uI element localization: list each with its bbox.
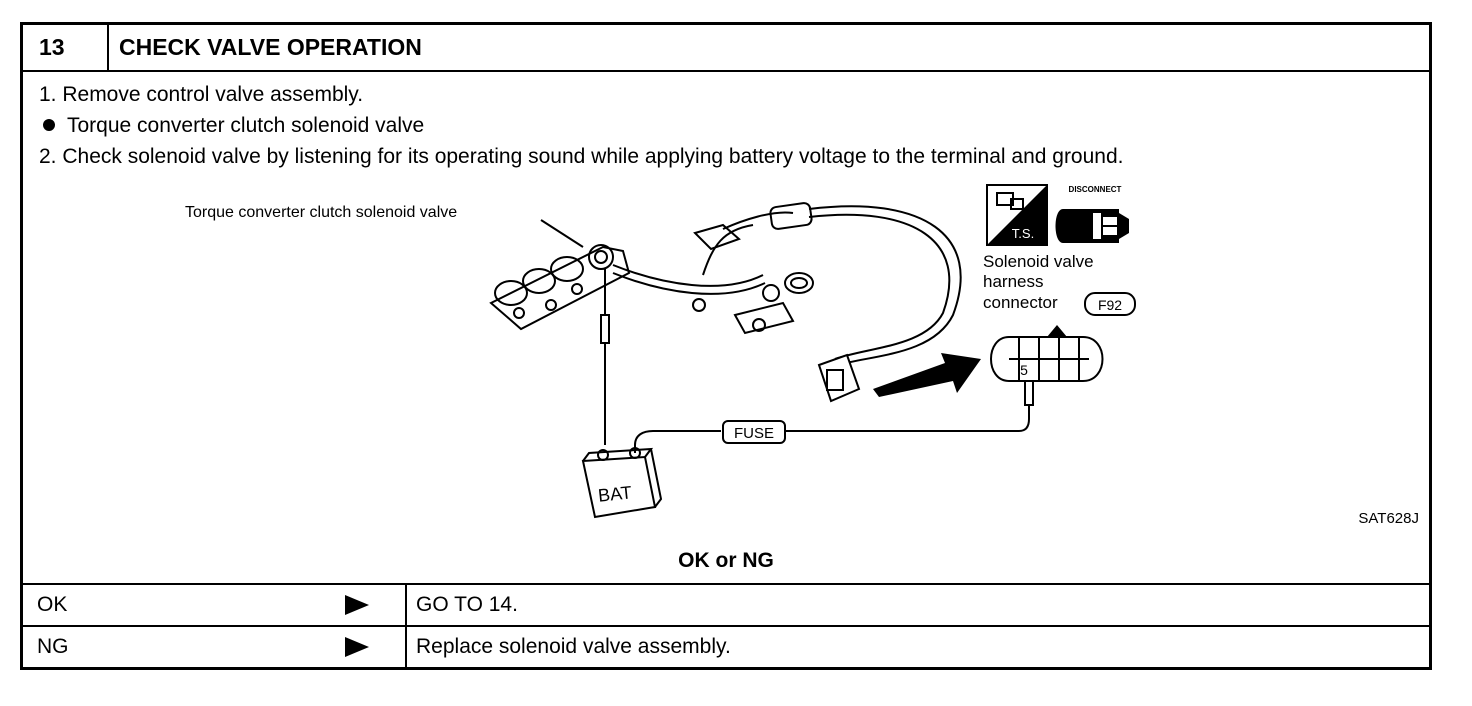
bullet-icon	[43, 119, 55, 132]
battery-label: BAT	[597, 482, 633, 505]
figure-code: SAT628J	[1358, 510, 1419, 525]
harness-cable	[808, 205, 962, 366]
result-key-ok: OK	[37, 593, 68, 616]
harness-plug	[817, 353, 861, 403]
solenoid-check-diagram: T.S. DISCONNECT Torque converter clutch …	[185, 184, 1419, 525]
column-divider	[405, 585, 407, 625]
fuse-wire	[634, 430, 721, 453]
result-key-ng: NG	[37, 635, 69, 658]
connector-label-line-2: harness	[983, 272, 1043, 291]
ts-icon: T.S.	[986, 184, 1048, 246]
result-row-ok: OK GO TO 14.	[23, 583, 1429, 625]
ts-icon-label: T.S.	[1012, 226, 1034, 241]
step-number: 13	[23, 25, 109, 70]
valve-label: Torque converter clutch solenoid valve	[185, 204, 457, 221]
step-1-text: 1. Remove control valve assembly.	[39, 83, 364, 106]
step-bullet-item: Torque converter clutch solenoid valve	[39, 110, 1123, 141]
step-2-text: 2. Check solenoid valve by listening for…	[39, 145, 1124, 168]
step-title: CHECK VALVE OPERATION	[119, 34, 422, 60]
bullet-text: Torque converter clutch solenoid valve	[67, 114, 425, 137]
direction-arrow-icon	[873, 353, 981, 397]
probe-wire-valve	[600, 269, 610, 445]
connector-label-line-1: Solenoid valve	[983, 252, 1094, 271]
arrow-right-icon	[345, 595, 369, 615]
connector-latch-icon	[1047, 325, 1067, 337]
column-divider	[405, 627, 407, 667]
connector-face	[990, 336, 1104, 382]
result-row-ng: NG Replace solenoid valve assembly.	[23, 625, 1429, 667]
control-valve-body	[489, 244, 631, 331]
fuse-label: FUSE	[734, 425, 774, 442]
step-header: 13 CHECK VALVE OPERATION	[23, 25, 1429, 72]
procedure-steps: 1. Remove control valve assembly. Torque…	[39, 79, 1123, 172]
terminal-number: 5	[1020, 362, 1028, 378]
arrow-right-icon	[345, 637, 369, 657]
wiring-harness	[612, 202, 814, 335]
connector-code: F92	[1098, 297, 1122, 313]
battery-box	[581, 447, 663, 519]
connector-label-line-3: connector	[983, 293, 1058, 312]
ok-or-ng-question: OK or NG	[678, 549, 774, 572]
valve-leader-line	[540, 219, 584, 248]
result-action-ok: GO TO 14.	[416, 593, 518, 616]
result-action-ng: Replace solenoid valve assembly.	[416, 635, 731, 658]
inspection-step-table: 13 CHECK VALVE OPERATION 1. Remove contr…	[20, 22, 1432, 670]
disconnect-icon-label: DISCONNECT	[1069, 185, 1122, 194]
disconnect-icon: DISCONNECT	[1055, 185, 1129, 243]
connector-code-badge	[1084, 292, 1136, 316]
